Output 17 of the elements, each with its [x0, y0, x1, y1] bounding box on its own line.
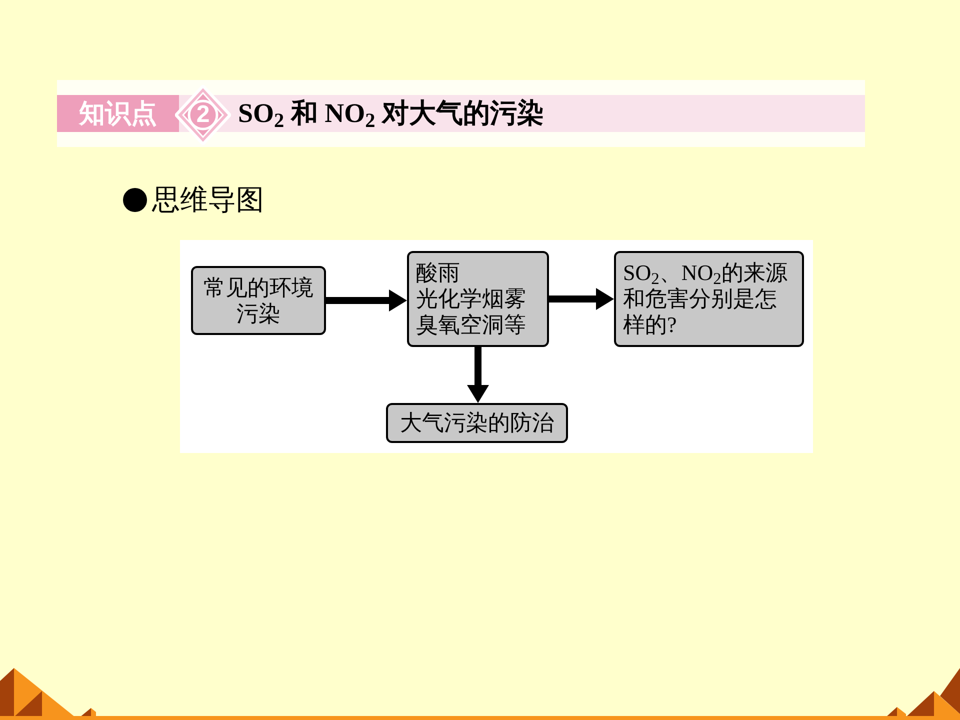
node-text: 酸雨: [416, 260, 460, 286]
section-title: SO$_{2}$ 和 NO$_{2}$ 对大气的污染: [238, 97, 544, 129]
node-text: 光化学烟雾: [416, 286, 526, 312]
arrow: [549, 288, 614, 310]
process-box: [386, 403, 568, 443]
node-text: 常见的环境污染: [202, 274, 314, 326]
node-text: SO$_{2}$、NO$_{2}$的来源和危害分别是怎样的?: [623, 260, 788, 338]
section-heading: 思维导图: [152, 183, 264, 217]
process-box: [191, 266, 326, 335]
section-badge: 知识点: [57, 95, 179, 132]
arrow: [326, 290, 407, 312]
arrow: [467, 347, 489, 403]
process-box: [614, 251, 804, 347]
node-text: 臭氧空洞等: [416, 312, 526, 338]
section-number: 2: [195, 100, 211, 130]
node-text: 大气污染的防治: [400, 410, 554, 436]
process-box: [407, 251, 549, 347]
